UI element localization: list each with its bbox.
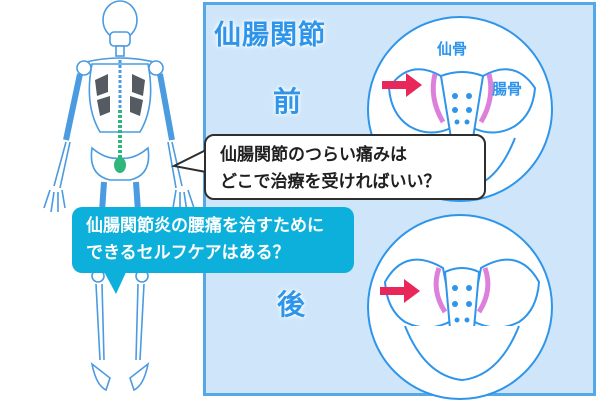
question-bubble-selfcare: 仙腸関節炎の腰痛を治すために できるセルフケアはある？ — [72, 207, 354, 273]
bubble-line: どこで治療を受ければいい？ — [220, 172, 441, 192]
panel-title: 仙腸関節 — [214, 20, 326, 51]
bubble-line: 仙腸関節のつらい痛みは — [220, 145, 407, 165]
bubble-line: できるセルフケアはある？ — [86, 243, 290, 263]
arrow-icon — [380, 279, 420, 303]
pelvis-back-view — [367, 214, 553, 400]
bubble-line: 仙腸関節炎の腰痛を治すために — [86, 216, 324, 236]
bubble-tail — [102, 268, 128, 294]
pelvis-back-drawing — [383, 258, 541, 382]
back-label: 後 — [277, 288, 306, 321]
arrow-icon — [382, 73, 422, 97]
skeleton-figure — [43, 0, 195, 392]
ilium-label: 腸骨 — [492, 80, 523, 98]
question-bubble-treatment: 仙腸関節のつらい痛みは どこで治療を受ければいい？ — [204, 134, 486, 200]
bubble-tail — [170, 149, 207, 173]
sacrum-label: 仙骨 — [437, 40, 468, 58]
front-label: 前 — [273, 85, 302, 118]
